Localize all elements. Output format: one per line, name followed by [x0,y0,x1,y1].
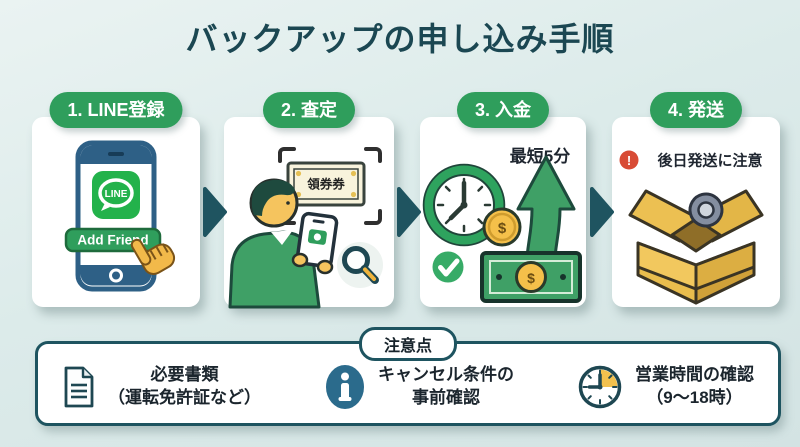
coin-icon: $ [482,207,522,247]
shipping-alert-text: 後日発送に注意 [656,152,762,170]
step-arrow-icon [397,187,421,237]
svg-text:!: ! [627,153,631,168]
svg-text:Add Friend: Add Friend [77,233,148,248]
tape-roll-icon [688,192,724,228]
note-line: 事前確認 [412,387,480,407]
step-card-shipping: 4. 発送 ! 後日発送に注意 [612,92,780,307]
ticket-illustration: 領券券 [286,161,366,207]
clock-icon [578,365,622,408]
banknote-icon: $ [480,251,582,303]
note-line: キャンセル条件の [378,365,514,385]
phone-illustration: LINE Add Friend [64,140,176,292]
line-app-icon: LINE [92,171,140,219]
step-badge-3: 3. 入金 [456,92,550,128]
step-badge-4: 4. 発送 [649,92,743,128]
phone-speaker-icon [108,152,124,156]
check-icon [432,251,464,283]
note-line: 必要書類 [150,365,219,385]
payment-illustration: 最短5分 [422,146,582,303]
step-card-payment: 3. 入金 最短5分 [420,92,586,307]
step-badge-2: 2. 査定 [262,92,356,128]
note-line: （運転免許証など） [108,387,261,407]
svg-text:$: $ [527,270,535,286]
svg-text:領券券: 領券券 [306,177,345,192]
step-badge-1: 1. LINE登録 [49,92,183,128]
page-title: バックアップの申し込み手順 [185,21,615,57]
step-arrow-icon [590,187,614,237]
note-line: （9〜18時） [646,387,743,407]
shipping-illustration: ! 後日発送に注意 [619,150,764,305]
shipping-box-illustration [628,189,764,305]
step-arrow-icon [203,187,227,237]
note-item-cancellation: キャンセル条件の 事前確認 [324,363,514,411]
note-item-documents: 必要書類 （運転免許証など） [62,364,261,408]
time-note: 最短5分 [510,146,570,166]
note-item-business-hours: 営業時間の確認 （9〜18時） [577,364,754,410]
phone-home-button-icon [109,268,123,283]
alert-icon: ! [619,150,639,170]
step-card-assessment: 2. 査定 領券券 [224,92,394,309]
svg-text:$: $ [498,220,507,237]
add-friend-button: Add Friend [64,227,162,253]
hand-cursor-icon [130,238,176,275]
note-line: 営業時間の確認 [635,365,754,385]
document-icon [64,366,94,407]
notes-title: 注意点 [358,327,458,361]
person-illustration [228,178,339,309]
magnifier-icon [337,242,383,288]
svg-text:LINE: LINE [105,189,128,200]
step-card-line-registration: 1. LINE登録 LINE Add Friend [32,92,200,307]
notes-panel: 注意点 必要書類 （運転免許証など） [35,327,781,426]
assessment-illustration: 領券券 [228,147,383,309]
info-icon [326,364,364,409]
